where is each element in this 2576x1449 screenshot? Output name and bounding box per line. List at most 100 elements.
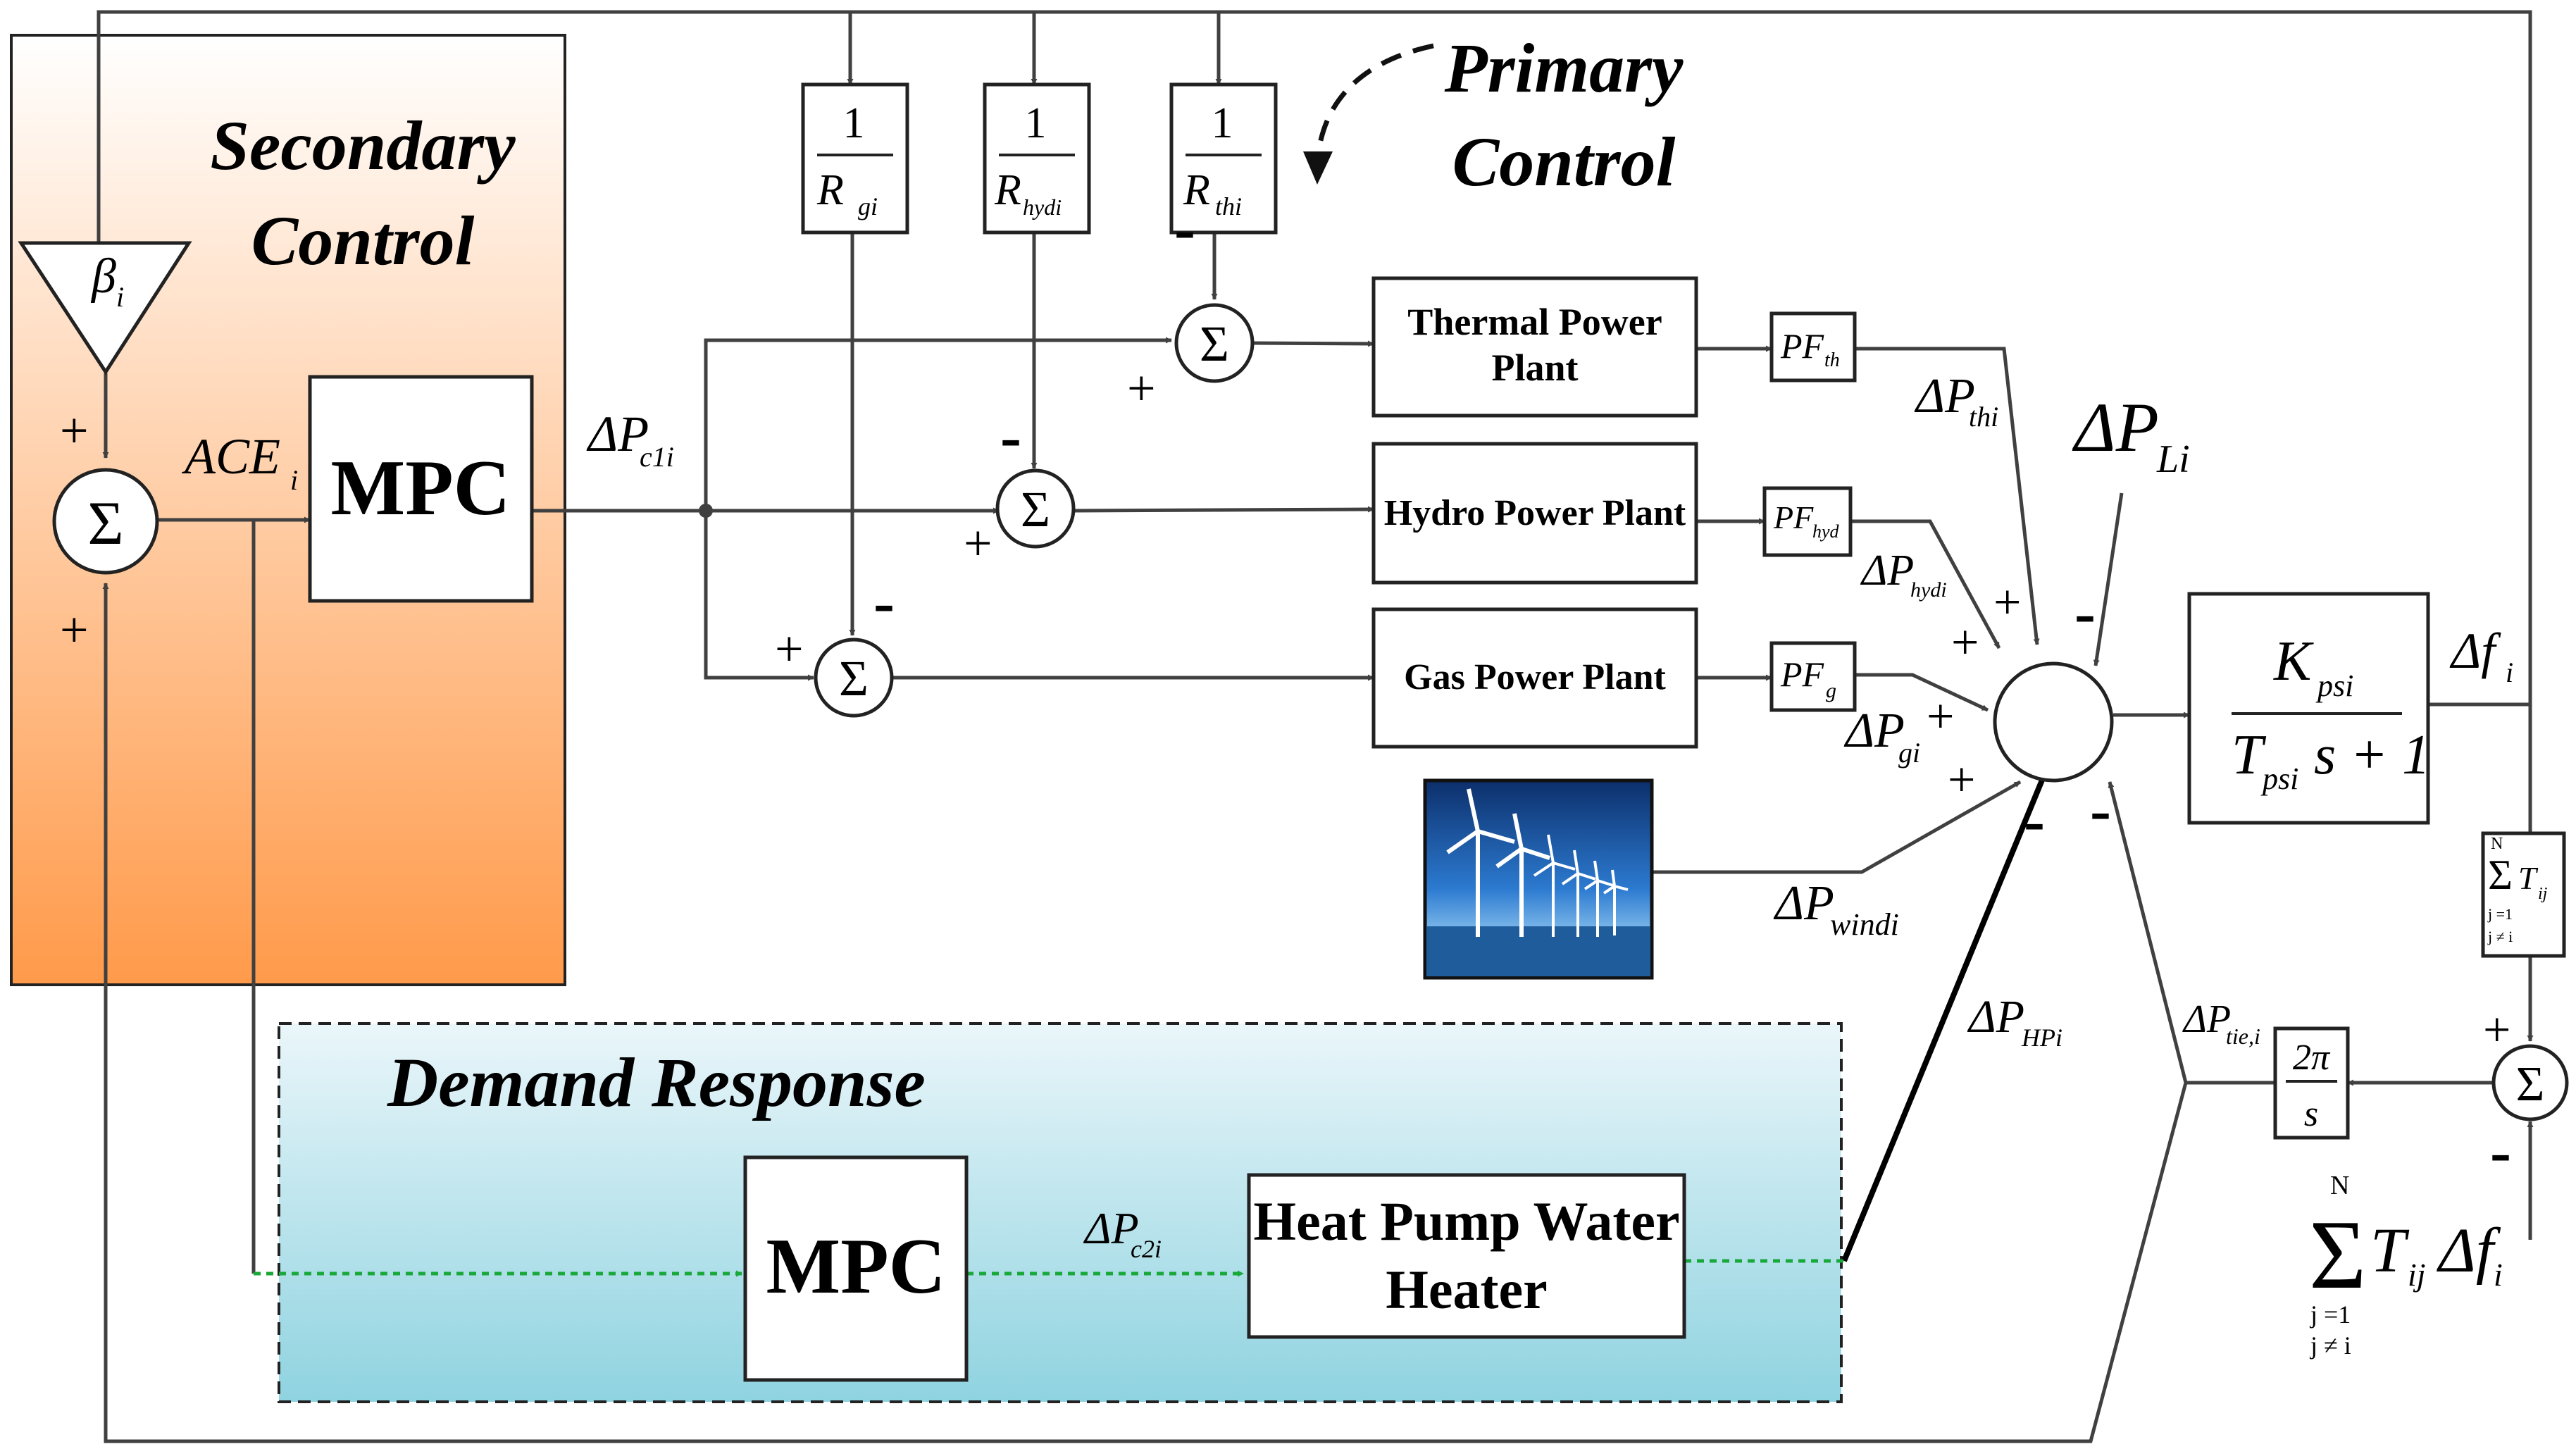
dptie-label: ΔP tie,i xyxy=(2182,997,2260,1049)
svg-text:j ≠ i: j ≠ i xyxy=(2487,928,2513,945)
svg-text:+: + xyxy=(1948,753,1975,807)
svg-text:Gas Power Plant: Gas Power Plant xyxy=(1404,657,1666,697)
svg-text:Heat Pump Water: Heat Pump Water xyxy=(1253,1190,1679,1252)
svg-text:β: β xyxy=(90,249,116,304)
sum-junction-hydro: Σ xyxy=(995,468,1076,549)
main-sum-junction xyxy=(1993,661,2114,783)
svg-text:PF: PF xyxy=(1780,326,1824,366)
primary-dashed-arrow xyxy=(1314,43,1434,173)
svg-text:j =1: j =1 xyxy=(2309,1300,2351,1329)
svg-text:R: R xyxy=(1183,166,1210,214)
svg-text:tie,i: tie,i xyxy=(2226,1024,2260,1049)
svg-text:thi: thi xyxy=(1969,401,1998,433)
svg-text:hyd: hyd xyxy=(1812,521,1840,542)
svg-text:-: - xyxy=(873,568,895,638)
svg-text:psi: psi xyxy=(2315,668,2353,703)
secondary-title-2: Control xyxy=(251,201,475,280)
dphpi-label: ΔP HPi xyxy=(1967,991,2062,1052)
dfi-label: Δf i xyxy=(2449,623,2513,688)
beta-gain-triangle xyxy=(18,241,192,375)
svg-text:psi: psi xyxy=(2260,761,2298,796)
svg-text:Li: Li xyxy=(2156,437,2190,481)
svg-text:windi: windi xyxy=(1830,907,1899,942)
pf-gas-block: PF g xyxy=(1769,641,1857,712)
tie-line-block: 2π s xyxy=(2273,1026,2350,1140)
svg-text:i: i xyxy=(290,464,298,496)
svg-text:Σ: Σ xyxy=(1200,316,1229,372)
hydro-power-plant-block: Hydro Power Plant xyxy=(1371,442,1698,585)
svg-text:hydi: hydi xyxy=(1023,194,1062,220)
svg-text:ΔP: ΔP xyxy=(1967,991,2024,1043)
dphydi-label: ΔP hydi xyxy=(1860,547,1947,602)
svg-text:ij: ij xyxy=(2538,885,2548,903)
svg-text:N: N xyxy=(2491,835,2503,853)
sum-junction-secondary: Σ xyxy=(52,468,159,575)
svg-text:Hydro Power Plant: Hydro Power Plant xyxy=(1384,493,1686,533)
svg-text:th: th xyxy=(1824,349,1840,371)
droop-hydro-block: 1 R hydi xyxy=(983,82,1091,235)
svg-text:ij: ij xyxy=(2408,1257,2426,1293)
svg-text:MPC: MPC xyxy=(330,444,510,532)
svg-text:gi: gi xyxy=(1898,737,1920,769)
svg-text:Thermal Power: Thermal Power xyxy=(1407,301,1662,343)
wind-turbine-image xyxy=(1423,778,1654,980)
svg-text:gi: gi xyxy=(858,192,878,220)
svg-text:j =1: j =1 xyxy=(2487,905,2513,923)
svg-text:N: N xyxy=(2330,1171,2349,1200)
dpli-label: ΔP Li xyxy=(2072,388,2190,481)
svg-text:Σ: Σ xyxy=(2516,1057,2545,1112)
svg-text:-: - xyxy=(2074,578,2096,648)
svg-text:+: + xyxy=(1127,360,1156,416)
svg-text:ΔP: ΔP xyxy=(1773,876,1834,931)
svg-text:Σ: Σ xyxy=(1021,481,1050,537)
svg-text:c1i: c1i xyxy=(640,441,674,473)
svg-text:ΔP: ΔP xyxy=(1860,547,1914,595)
svg-text:-: - xyxy=(2024,786,2045,856)
svg-text:ΔP: ΔP xyxy=(2182,997,2231,1041)
svg-text:i: i xyxy=(116,281,124,313)
svg-text:-: - xyxy=(1000,402,1021,472)
svg-text:-: - xyxy=(1174,194,1195,264)
svg-text:+: + xyxy=(964,515,993,571)
sign-marks: + + + - + - + - + + + + - - - + - xyxy=(60,194,2511,1187)
droop-thermal-block: 1 R thi xyxy=(1169,82,1278,235)
droop-gas-block: 1 R gi xyxy=(801,82,909,235)
ace-label: ACE i xyxy=(182,428,298,496)
svg-text:T: T xyxy=(2370,1216,2410,1286)
svg-text:+: + xyxy=(1951,616,1979,670)
svg-text:s: s xyxy=(2304,1094,2318,1134)
heat-pump-water-heater-block: Heat Pump Water Heater xyxy=(1247,1173,1686,1339)
dpc2-label: ΔP c2i xyxy=(1083,1203,1162,1263)
svg-text:1: 1 xyxy=(1212,99,1233,147)
svg-text:HPi: HPi xyxy=(2021,1024,2062,1052)
dpthi-label: ΔP thi xyxy=(1914,369,1998,433)
svg-text:+: + xyxy=(1993,576,2021,630)
svg-text:+: + xyxy=(1927,690,1954,744)
svg-text:Δf: Δf xyxy=(2449,623,2501,679)
svg-text:+: + xyxy=(60,602,89,658)
svg-text:Σ: Σ xyxy=(839,650,869,707)
sum-junction-thermal: Σ xyxy=(1174,303,1255,383)
power-system-transfer-block: K psi T psi s + 1 xyxy=(2187,592,2430,825)
svg-text:R: R xyxy=(816,166,844,214)
svg-text:ACE: ACE xyxy=(182,428,280,485)
dpgi-label: ΔP gi xyxy=(1843,704,1920,769)
svg-text:PF: PF xyxy=(1780,654,1824,694)
primary-title: Primary xyxy=(1444,29,1684,107)
dpwindi-label: ΔP windi xyxy=(1773,876,1899,942)
mpc-demand-response-block xyxy=(743,1155,969,1382)
sum-junction-gas: Σ xyxy=(814,638,894,718)
svg-text:-: - xyxy=(2490,1117,2511,1187)
svg-text:T: T xyxy=(2232,724,2267,786)
gas-power-plant-block: Gas Power Plant xyxy=(1371,607,1698,749)
svg-text:1: 1 xyxy=(1025,99,1047,147)
svg-text:hydi: hydi xyxy=(1910,578,1947,602)
svg-text:thi: thi xyxy=(1215,192,1242,220)
svg-text:i: i xyxy=(2506,657,2513,688)
svg-text:-: - xyxy=(2090,776,2111,845)
svg-text:c2i: c2i xyxy=(1131,1235,1162,1263)
mpc-secondary-block xyxy=(308,375,534,603)
svg-text:j ≠ i: j ≠ i xyxy=(2309,1331,2351,1360)
svg-text:Heater: Heater xyxy=(1386,1259,1548,1320)
